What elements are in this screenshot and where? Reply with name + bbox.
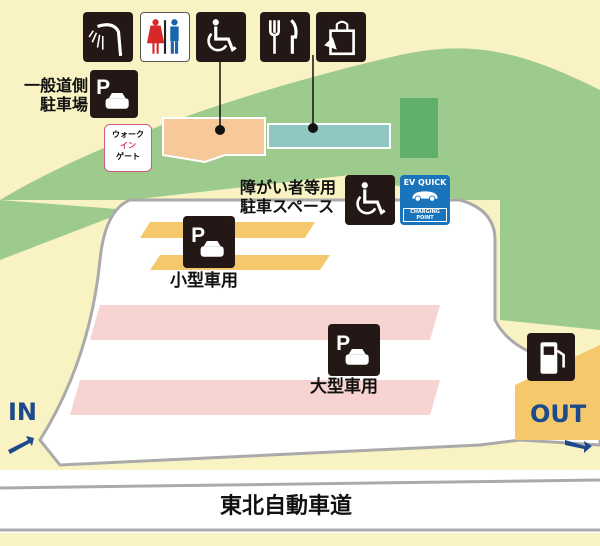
tree-area	[400, 98, 438, 158]
accessible-parking-icon	[345, 175, 395, 225]
general-parking-label: 一般道側駐車場	[10, 76, 88, 114]
large-car-parking-icon: P	[328, 324, 380, 376]
accessible-parking-label: 障がい者等用駐車スペース	[240, 178, 336, 216]
building-food-court	[267, 123, 391, 149]
large-parking-row	[90, 305, 440, 340]
exit-label: OUT	[530, 400, 587, 428]
out-arrow-icon	[565, 440, 592, 453]
shower-icon	[83, 12, 133, 62]
svg-text:P: P	[96, 76, 110, 99]
label-line: 障がい者等用	[240, 178, 337, 197]
gas-station-area	[515, 345, 600, 440]
gate-label: ゲート	[116, 152, 140, 161]
ev-title: EV QUICK	[403, 178, 447, 187]
gate-label: イン	[120, 141, 136, 150]
general-parking-icon: P	[90, 70, 138, 118]
label-line: 駐車場	[39, 95, 88, 114]
highway-label: 東北自動車道	[220, 494, 353, 519]
small-parking-label: 小型車用	[170, 271, 238, 291]
svg-text:P: P	[191, 224, 205, 247]
label-line: 駐車スペース	[240, 197, 335, 216]
restaurant-icon	[260, 12, 310, 62]
ev-charging-icon: EV QUICK CHARGING POINT	[400, 175, 450, 225]
in-arrow-icon	[8, 436, 34, 454]
gas-station-icon	[527, 333, 575, 381]
building-main	[162, 117, 266, 164]
svg-text:P: P	[336, 332, 350, 355]
restroom-icon	[140, 12, 190, 62]
label-line: 一般道側	[23, 76, 88, 95]
gate-label: ウォーク	[112, 130, 144, 139]
entrance-label: IN	[8, 398, 38, 426]
green-area	[0, 48, 600, 330]
large-parking-label: 大型車用	[310, 377, 378, 397]
small-car-parking-icon: P	[183, 216, 235, 268]
ev-subtitle: CHARGING POINT	[403, 208, 447, 222]
wheelchair-icon	[196, 12, 246, 62]
walk-in-gate[interactable]: ウォーク イン ゲート	[104, 124, 152, 172]
shop-icon	[316, 12, 366, 62]
